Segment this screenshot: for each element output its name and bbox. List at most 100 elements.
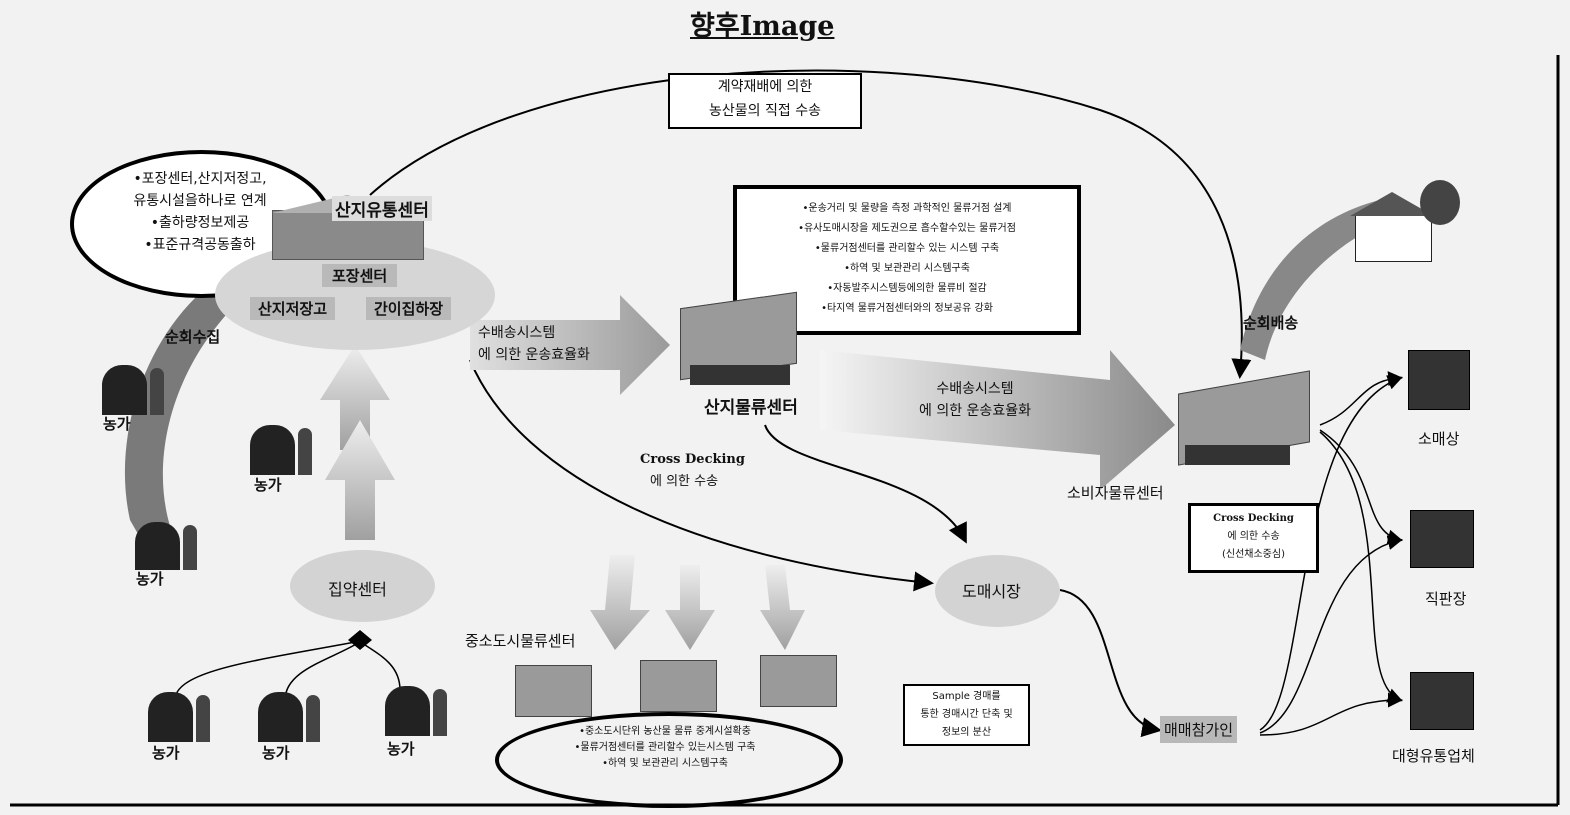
cross2-line-2: 에 의한 수송 [1227,531,1280,542]
left-bubble-line-3: •출하량정보제공 [150,215,250,231]
transport-arrow-2 [820,350,1175,490]
mid-city-ellipse [495,712,843,808]
left-bubble-line-2: 유통시설을하나로 연계 [133,193,267,209]
building-icon [1410,672,1474,730]
mid-line-2: •물류거점센터를 관리할수 있는시스템 구축 [574,742,756,753]
buyer-to-large-line [1259,692,1403,736]
silo-icon [306,695,320,742]
left-bubble-line-1: •포장센터,산지저정고, [133,171,267,187]
logistics-line-2: •유사도매시장을 제도권으로 흡수할수있는 물류거점 [798,223,1016,234]
transport-text-2: 수배송시스템 에 의한 운송효율화 [900,378,1050,422]
up-arrow-1 [320,345,390,450]
farm-label: 농가 [387,740,415,758]
tree-icon [1420,180,1460,225]
logistics-line-3: •물류거점센터를 관리할수 있는 시스템 구축 [814,243,1000,254]
barn-icon [385,686,430,736]
gather-center-label: 집약센터 [328,580,387,599]
barn-icon [102,365,147,415]
cross2-line-1: Cross Decking [1213,513,1294,524]
circular-collect-label: 순회수집 [165,328,221,346]
mid-city-center-label: 중소도시물류센터 [465,632,576,650]
farm-label: 농가 [262,744,290,762]
down-arrow-1 [590,555,650,650]
consumer-center-label: 소비자물류센터 [1067,484,1164,502]
contract-line-1: 계약재배에 의한 [717,79,813,95]
transport-arrow-1 [470,295,670,395]
barn-icon [258,692,303,742]
mid-machine-icon [640,660,717,712]
branch-line-2 [284,642,359,701]
contract-line-2: 농산물의 직접 수송 [709,103,821,119]
machine-base-icon [690,365,790,385]
transport-2-line-2: 에 의한 운송효율화 [919,403,1031,419]
direct-store-label: 직판장 [1425,590,1467,608]
transport-1-line-2: 에 의한 운송효율화 [478,347,590,363]
gather-center-ellipse [290,550,435,622]
logistics-line-1: •운송거리 및 물량을 측정 과학적인 물류거점 설계 [802,203,1012,214]
contract-arc [369,69,1252,379]
packing-center-label: 포장센터 [322,264,398,287]
left-bubble-text: •포장센터,산지저정고, 유통시설을하나로 연계 •출하량정보제공 •표준규격공… [80,168,320,256]
page-title: 향후Image [690,11,835,42]
building-icon [1410,510,1474,568]
logistics-line-6: •타지역 물류거점센터와의 정보공유 강화 [821,303,993,314]
cross-docking-label: Cross Decking [640,452,745,467]
sample-box: Sample 경매를 통한 경매시간 단축 및 정보의 분산 [903,684,1030,746]
consumer-to-large-line [1319,431,1403,703]
storage-label: 산지저장고 [250,297,336,320]
down-arrow-3 [760,565,805,650]
circular-collect-swoosh [124,270,240,555]
up-arrow-2 [325,420,395,540]
cross-docking-sub: 에 의한 수송 [650,474,719,489]
branch-line-3 [361,642,401,691]
silo-icon [196,695,210,742]
farm-label: 농가 [152,744,180,762]
left-bubble-line-4: •표준규격공동출하 [144,237,256,253]
silo-icon [183,525,197,570]
logistics-to-wholesale-line [764,424,967,544]
silo-icon [150,368,164,415]
circular-delivery-swoosh [1240,200,1390,360]
mid-machine-icon [515,665,592,717]
barn-icon [148,692,193,742]
transport-text-1: 수배송시스템 에 의한 운송효율화 [478,322,628,366]
cross2-line-3: (신선채소중심) [1221,549,1285,560]
wholesale-label: 도매시장 [962,582,1021,601]
silo-icon [433,689,447,736]
sample-line-1: Sample 경매를 [932,691,1001,702]
consumer-machine-base [1185,445,1290,465]
simple-yard-label: 간이집하장 [366,297,452,320]
sanji-center-label: 산지유통센터 [332,196,432,221]
cross-docking-box: Cross Decking 에 의한 수송 (신선채소중심) [1188,503,1319,573]
farm-label: 농가 [136,570,164,588]
mid-machine-icon [760,655,837,707]
sample-line-3: 정보의 분산 [941,727,992,738]
house-icon [1355,215,1432,262]
contract-box: 계약재배에 의한 농산물의 직접 수송 [668,73,862,129]
silo-icon [298,428,312,475]
barn-icon [135,522,180,570]
building-icon [1408,350,1470,410]
down-arrow-2 [665,565,715,650]
branch-node [348,630,372,650]
sanji-logistics-label: 산지물류센터 [704,398,798,418]
barn-icon [250,425,295,475]
mid-city-text: •중소도시단위 농산물 물류 중계시설확충 •물류거점센터를 관리할수 있는시스… [500,724,830,772]
buyer-label: 매매참가인 [1160,716,1238,743]
farm-label: 농가 [103,415,131,433]
buyer-to-direct-line [1259,535,1403,734]
transport-2-line-1: 수배송시스템 [936,381,1014,397]
mid-line-3: •하역 및 보관관리 시스템구축 [602,758,728,769]
transport-1-line-1: 수배송시스템 [478,325,556,341]
farm-label: 농가 [254,476,282,494]
logistics-line-5: •자동발주시스템등에의한 물류비 절감 [827,283,987,294]
consumer-to-retailer-line [1319,371,1403,426]
wholesale-ellipse [935,555,1060,627]
retailer-label: 소매상 [1418,430,1460,448]
sample-line-2: 통한 경매시간 단축 및 [920,709,1013,720]
sanji-to-wholesale-line [469,359,934,592]
circular-delivery-label: 순회배송 [1243,314,1299,332]
wholesale-to-buyer-line [1059,589,1162,738]
